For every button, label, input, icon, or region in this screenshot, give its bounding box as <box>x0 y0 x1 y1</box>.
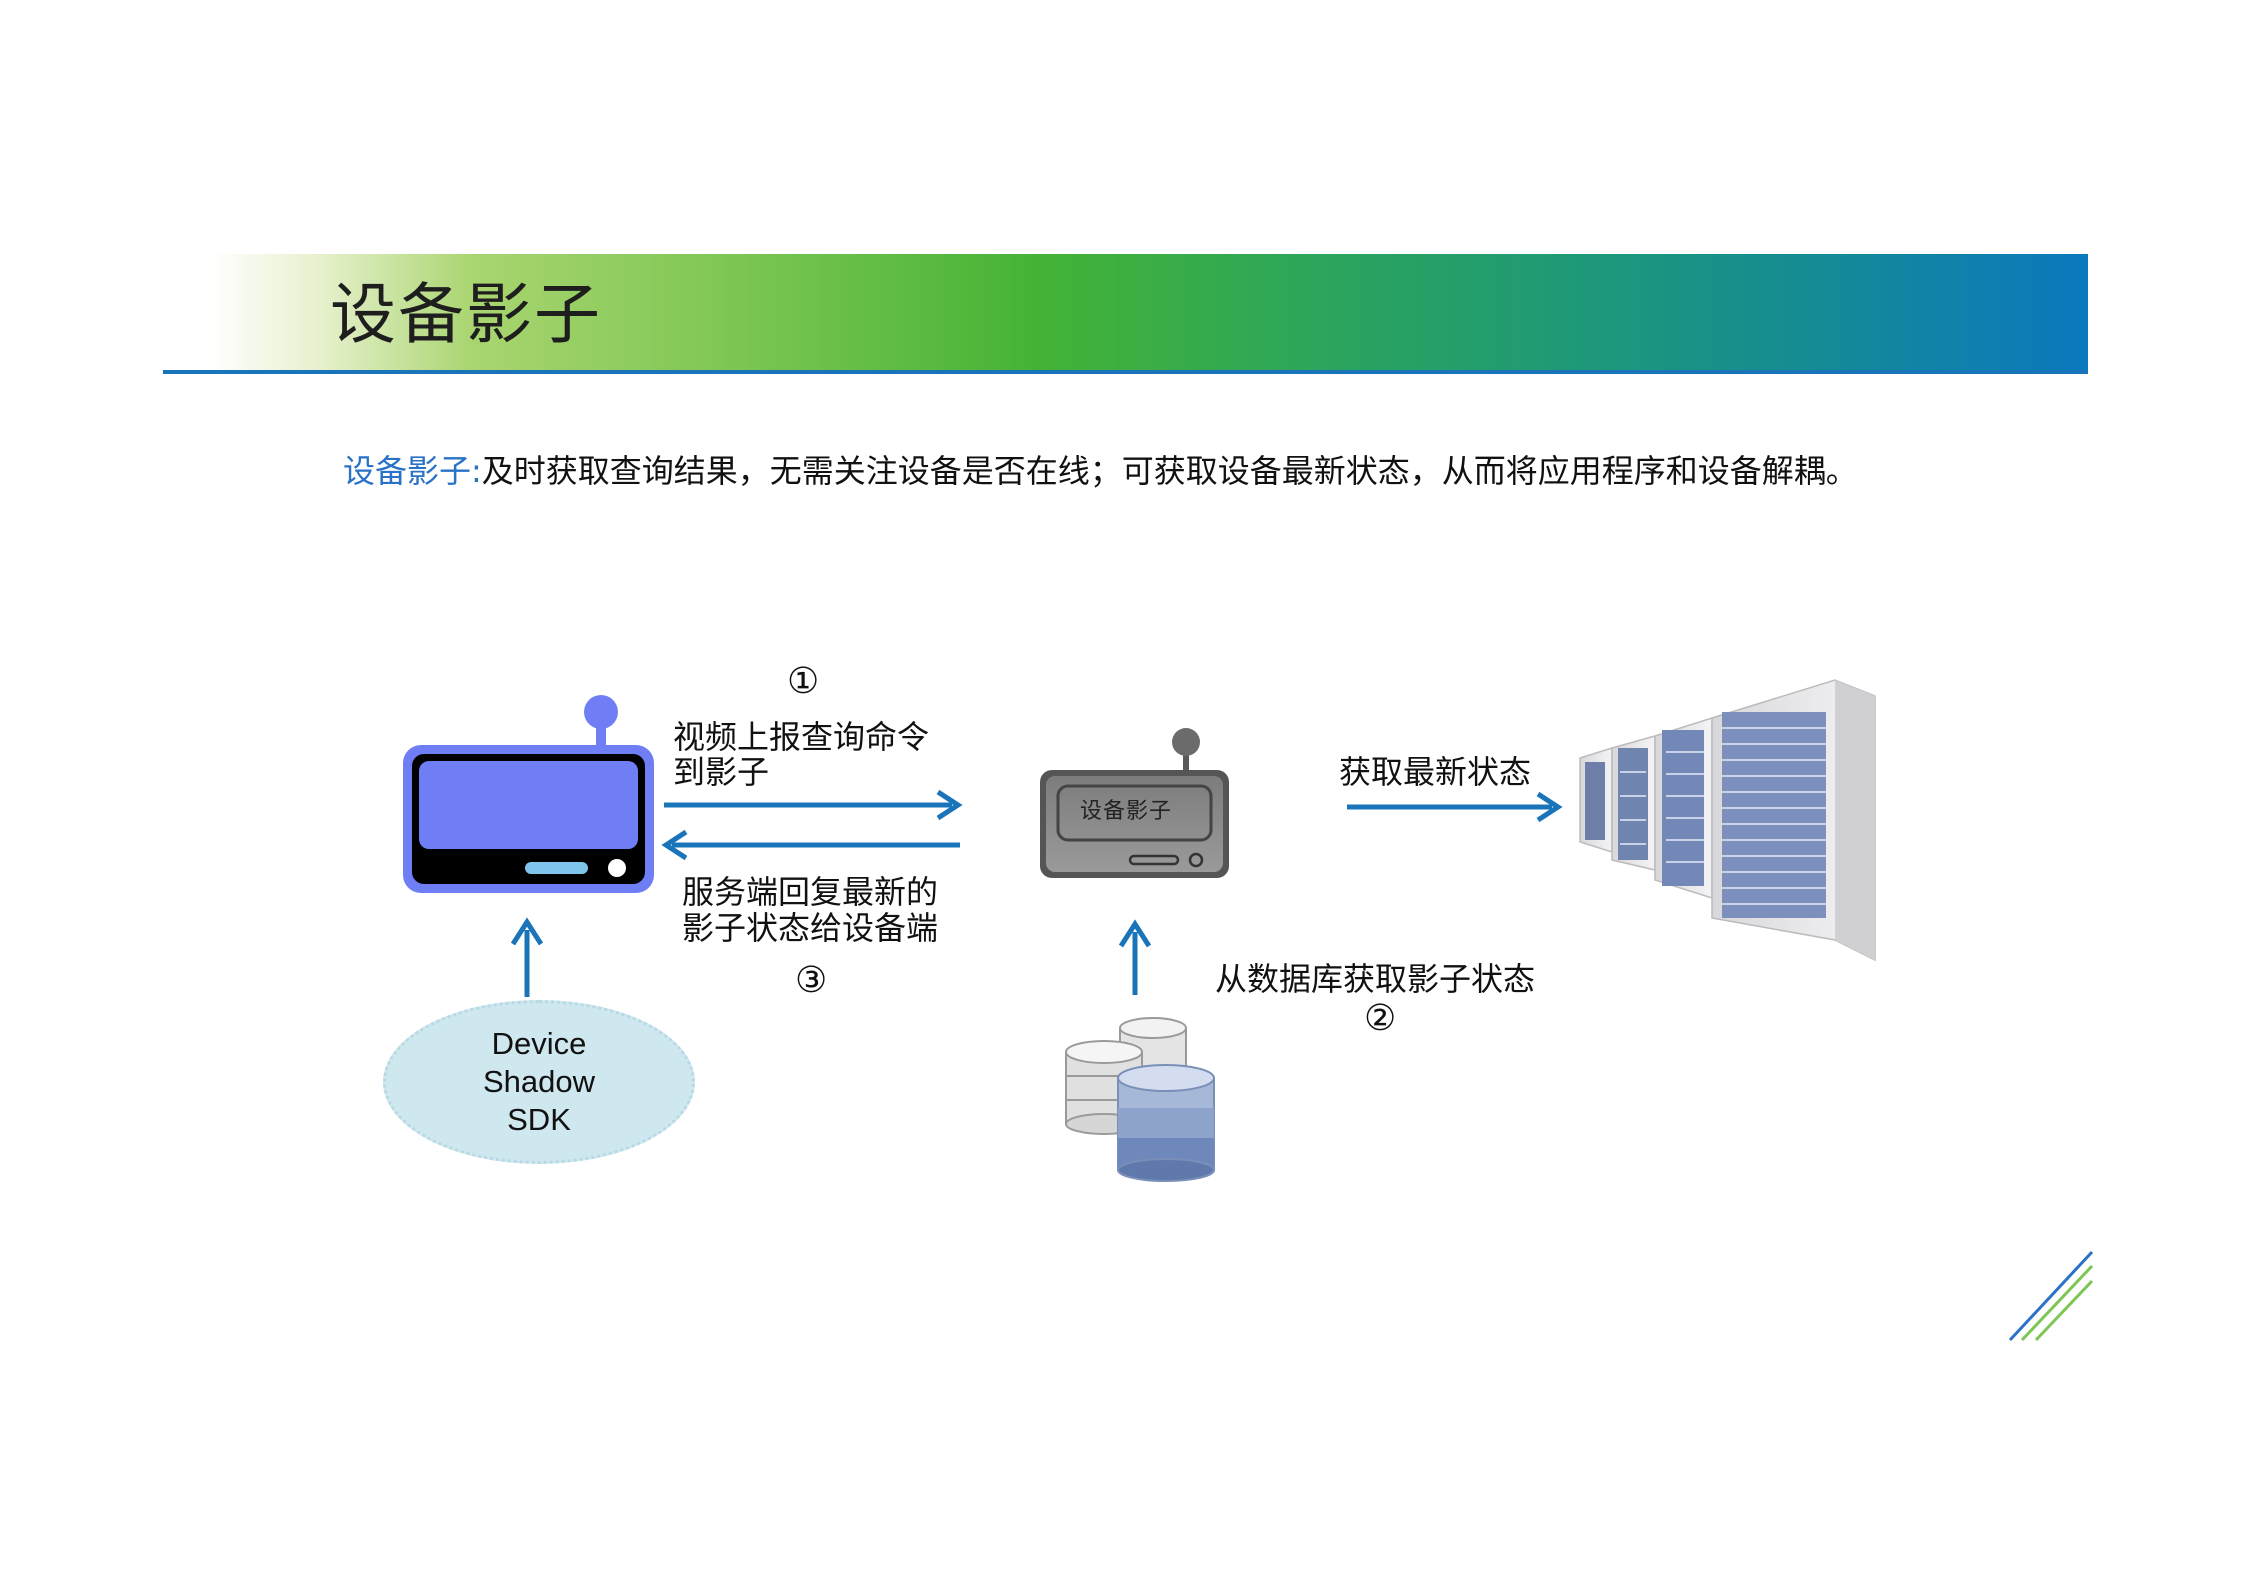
arrow-report-to-shadow <box>664 789 963 821</box>
page-title: 设备影子 <box>330 276 602 353</box>
device-shadow-sdk: Device Shadow SDK <box>383 1000 695 1164</box>
subtitle: 设备影子:及时获取查询结果，无需关注设备是否在线；可获取设备最新状态，从而将应用… <box>343 447 1858 495</box>
step3-label-line1: 服务端回复最新的 <box>682 873 939 911</box>
arrow-db-to-shadow <box>1118 919 1152 995</box>
title-underline <box>163 370 2088 374</box>
arrow-fetch-latest <box>1347 791 1563 823</box>
server-rack-icon <box>1579 679 1876 962</box>
device-icon <box>403 695 654 893</box>
decorative-stripes-icon <box>2008 1250 2094 1342</box>
fetch-latest-label: 获取最新状态 <box>1339 753 1532 791</box>
sdk-line2: Shadow <box>482 1064 596 1099</box>
database-icon <box>1065 1017 1215 1182</box>
subtitle-highlight: 设备影子: <box>343 452 482 490</box>
step3-marker: ③ <box>795 960 828 1001</box>
sdk-line1: Device <box>491 1026 587 1061</box>
step2-marker: ② <box>1364 998 1397 1039</box>
step3-label-line2: 影子状态给设备端 <box>682 909 939 947</box>
arrow-reply-to-device <box>661 829 960 861</box>
step1-marker: ① <box>787 661 820 702</box>
shadow-box-label: 设备影子 <box>1080 799 1173 824</box>
arrow-sdk-to-device <box>510 917 544 997</box>
step1-label-line2: 到影子 <box>673 753 770 791</box>
shadow-device-icon <box>1040 728 1229 878</box>
title-banner <box>210 254 2088 370</box>
sdk-line3: SDK <box>507 1102 571 1137</box>
subtitle-text: 及时获取查询结果，无需关注设备是否在线；可获取设备最新状态，从而将应用程序和设备… <box>481 452 1858 490</box>
step1-label-line1: 视频上报查询命令 <box>673 718 930 756</box>
db-fetch-label: 从数据库获取影子状态 <box>1215 960 1536 998</box>
